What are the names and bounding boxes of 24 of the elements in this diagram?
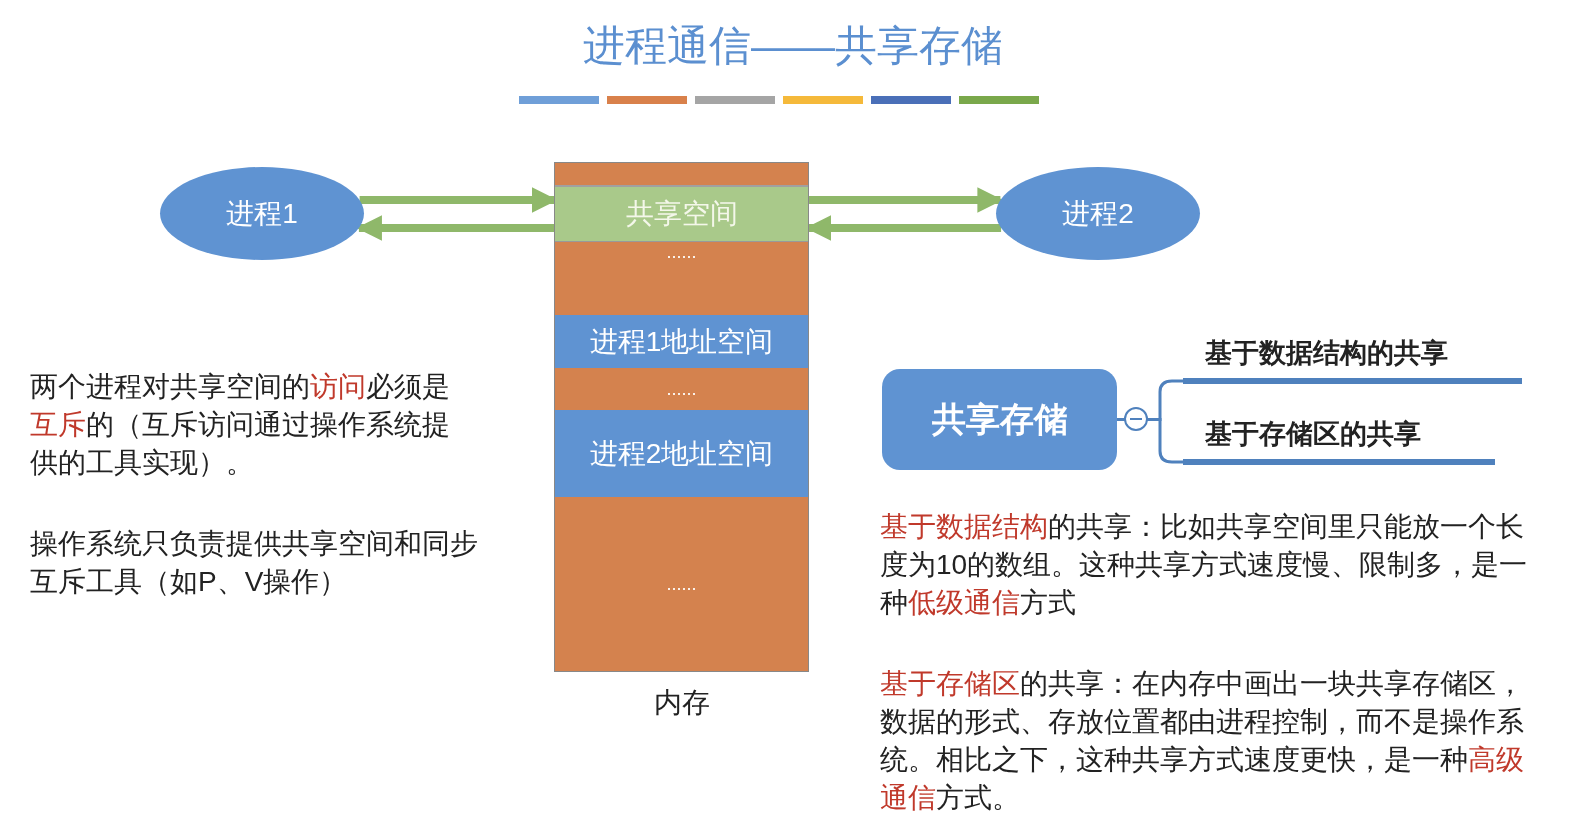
node-caption: 内存	[652, 686, 711, 720]
block-arrow	[356, 215, 555, 241]
paragraph: 操作系统只负责提供共享空间和同步互斥工具（如P、V操作）	[30, 527, 479, 599]
shared-space-segment	[555, 187, 808, 242]
node-label: 进程2	[1062, 196, 1134, 231]
node-label: 基于存储区的共享	[1205, 418, 1421, 451]
block-arrow	[808, 187, 1003, 213]
paragraph: 基于数据结构的共享：比如共享空间里只能放一个长度为10的数组。这种共享方式速度慢、限制多，是一种低级通信方式	[880, 510, 1529, 620]
node-label: ......	[666, 242, 697, 263]
paragraph: 两个进程对共享空间的访问必须是互斥的（互斥访问通过操作系统提供的工具实现）。	[30, 370, 451, 480]
node-label: 进程1	[226, 196, 298, 231]
node-label: 进程1地址空间	[589, 324, 774, 359]
address-space-segment	[555, 410, 808, 497]
paragraph: 基于存储区的共享：在内存中画出一块共享存储区，数据的形式、存放位置都由进程控制，而不是操作系统。相比之下，这种共享方式速度更快，是一种高级通信方式。	[880, 667, 1525, 815]
address-space-segment	[555, 315, 808, 368]
node-label: 基于数据结构的共享	[1205, 337, 1448, 370]
topic-box	[882, 369, 1117, 470]
memory-column	[554, 162, 809, 672]
node-label: ......	[666, 378, 697, 400]
node-label: 共享存储	[931, 398, 1068, 440]
node-label: 共享空间	[625, 197, 738, 231]
title: 进程通信——共享存储	[583, 21, 1003, 71]
node-label: ......	[666, 573, 697, 595]
node-label: 进程2地址空间	[589, 436, 774, 471]
